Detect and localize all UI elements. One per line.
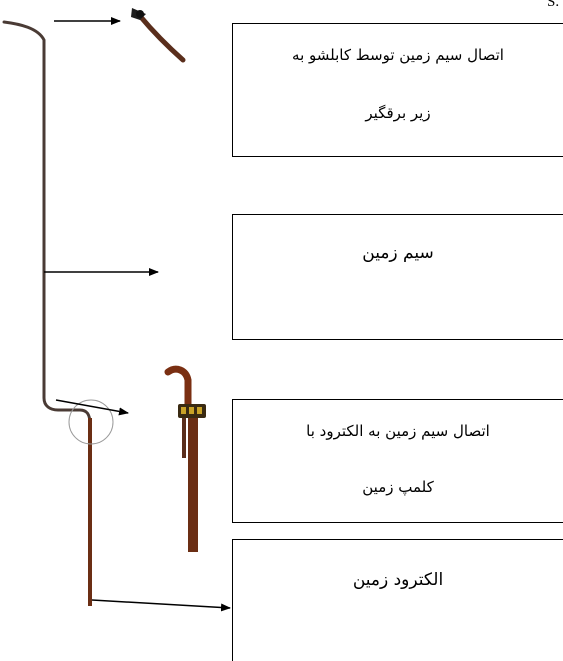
label-box-ground-wire: سیم زمین — [232, 214, 563, 340]
arrow-electrode — [91, 599, 231, 612]
arrow-clamp — [55, 399, 129, 416]
label-box-clamp-connection: اتصال سیم زمین به الکترود با کلمپ زمین — [232, 399, 563, 523]
connection-circle — [68, 399, 114, 445]
ground-clamp-illustration — [164, 365, 206, 552]
ground-electrode-line1: الکترود زمین — [352, 570, 444, 590]
clamp-connection-line2: کلمپ زمین — [362, 478, 434, 496]
top-text-fragment: S. — [547, 0, 560, 10]
ground-conductor — [2, 20, 92, 426]
lug-connection-line2: زیر برقگیر — [365, 104, 431, 122]
label-box-lug-connection: اتصال سیم زمین توسط کابلشو به زیر برقگیر — [232, 23, 563, 157]
ground-electrode-rod — [88, 418, 92, 606]
ground-wire-line1: سیم زمین — [362, 243, 434, 263]
cable-lug-illustration — [131, 8, 186, 63]
lug-connection-line1: اتصال سیم زمین توسط کابلشو به — [292, 46, 504, 64]
clamp-connection-line1: اتصال سیم زمین به الکترود با — [306, 422, 490, 440]
label-box-ground-electrode: الکترود زمین — [232, 539, 563, 661]
